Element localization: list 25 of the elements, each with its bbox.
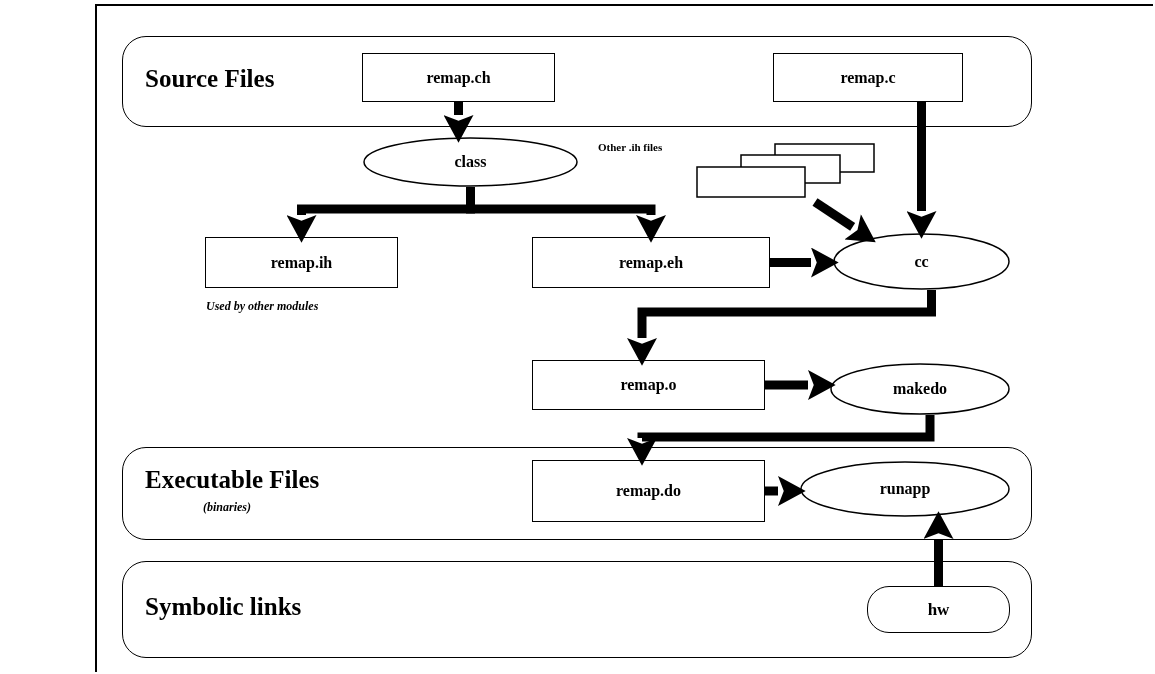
file-box: remap.c: [773, 53, 963, 102]
group-subheading: (binaries): [203, 500, 251, 515]
link-box: hw: [867, 586, 1010, 633]
arrow: [765, 370, 836, 400]
tool-ellipse: cc: [833, 233, 1010, 290]
file-box: remap.eh: [532, 237, 770, 288]
group-heading: Source Files: [145, 65, 275, 93]
arrow: [627, 415, 935, 466]
stack-label: Other .ih files: [598, 141, 663, 153]
file-box: remap.ch: [362, 53, 555, 102]
tool-ellipse: class: [363, 137, 578, 187]
tool-ellipse: runapp: [800, 461, 1010, 517]
arrow: [627, 290, 936, 366]
group-heading: Symbolic links: [145, 593, 302, 621]
tool-ellipse: makedo: [830, 363, 1010, 415]
note-text: Used by other modules: [206, 299, 319, 314]
arrow: [906, 102, 937, 239]
arrow: [812, 198, 876, 243]
arrow: [765, 476, 806, 506]
group-heading: Executable Files: [145, 466, 320, 494]
file-box: remap.do: [532, 460, 765, 522]
arrow: [923, 511, 954, 586]
file-box: remap.o: [532, 360, 765, 410]
arrow: [443, 102, 474, 143]
arrow: [770, 247, 839, 278]
